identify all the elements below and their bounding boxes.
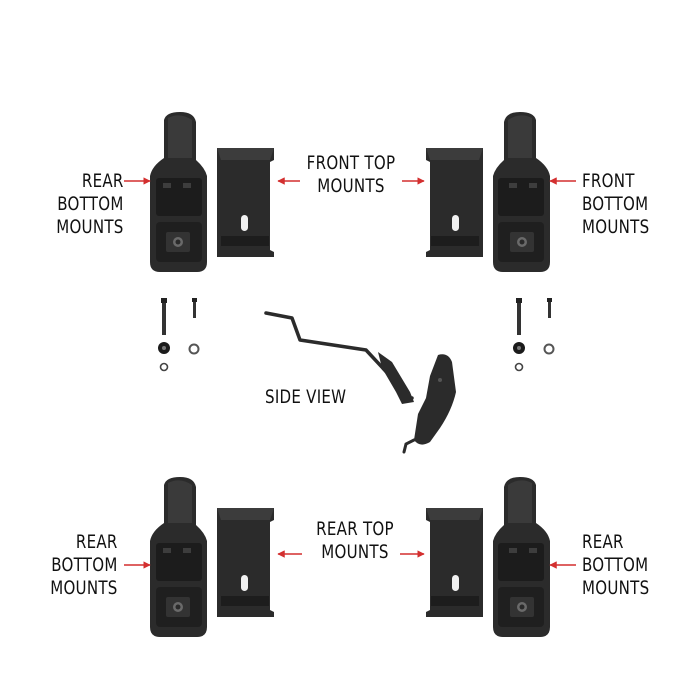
rear-top-mount-right	[426, 508, 483, 617]
rear-bottom-mount-bottom-right	[493, 477, 550, 637]
label-front-top-mounts: FRONT TOP MOUNTS	[306, 152, 396, 197]
label-rear-bottom-mounts-top-left: REAR BOTTOM MOUNTS	[56, 170, 124, 238]
label-rear-top-mounts: REAR TOP MOUNTS	[316, 518, 394, 563]
rear-bottom-mount-bottom-left	[150, 477, 207, 637]
hardware-left	[157, 297, 200, 372]
rear-top-mount-left	[217, 508, 274, 617]
rear-bottom-mount-top-left	[150, 112, 207, 272]
front-top-mount-left	[217, 148, 274, 257]
side-view-bracket	[264, 311, 456, 454]
hardware-right	[512, 297, 555, 372]
label-rear-bottom-mounts-bottom-left: REAR BOTTOM MOUNTS	[50, 531, 118, 599]
label-front-bottom-mounts: FRONT BOTTOM MOUNTS	[582, 170, 650, 238]
label-rear-bottom-mounts-bottom-right: REAR BOTTOM MOUNTS	[582, 531, 650, 599]
front-top-mount-right	[426, 148, 483, 257]
front-bottom-mount-top-right	[493, 112, 550, 272]
label-side-view: SIDE VIEW	[265, 386, 347, 408]
